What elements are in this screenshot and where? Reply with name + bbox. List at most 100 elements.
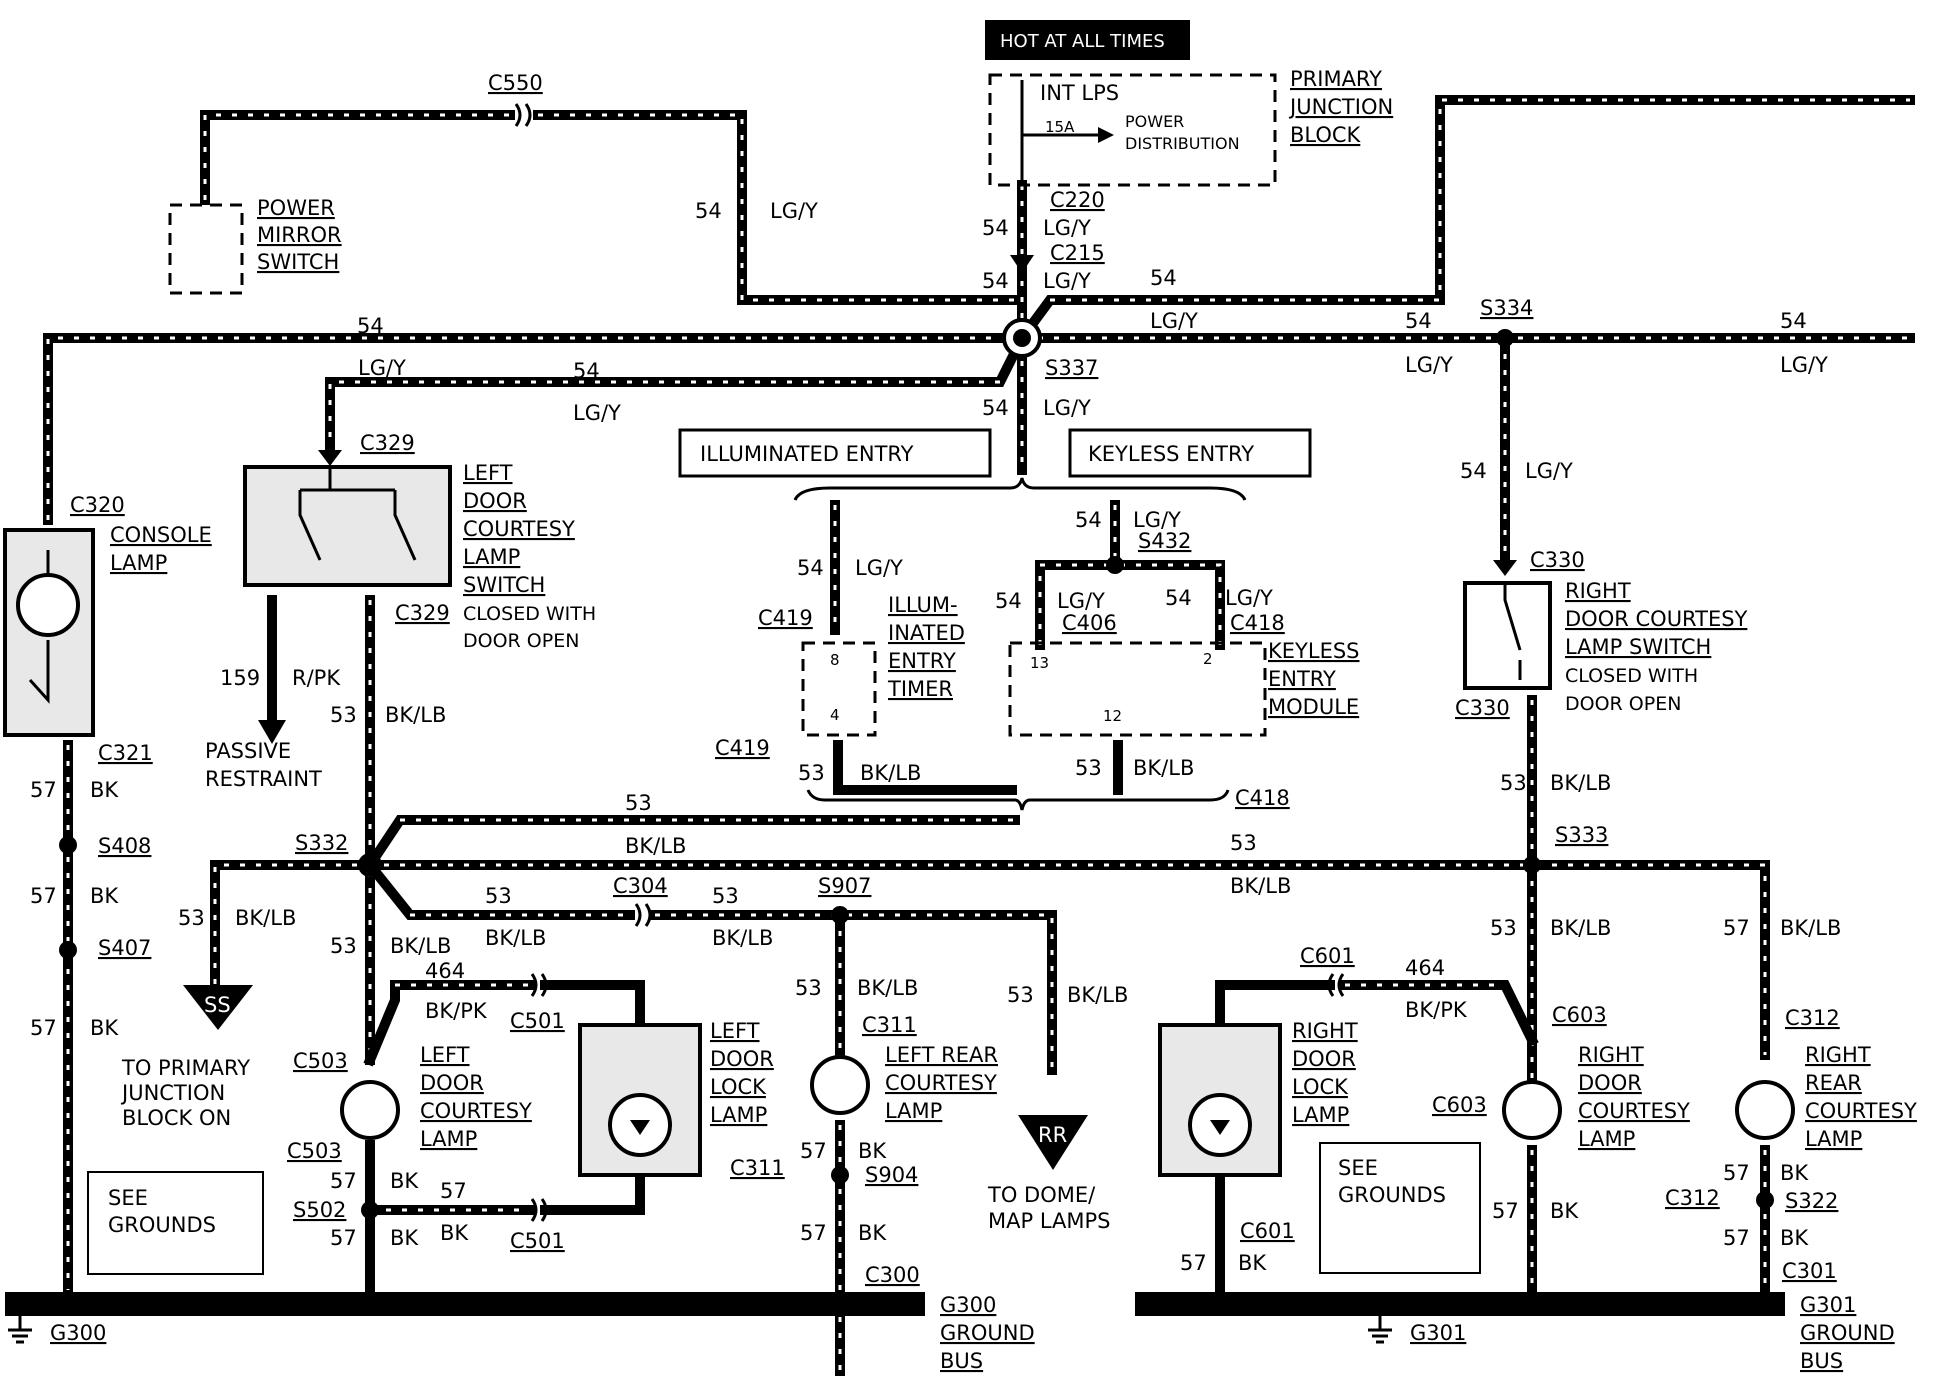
right-lock-1: RIGHT bbox=[1292, 1019, 1358, 1043]
left-switch-5: SWITCH bbox=[463, 573, 545, 597]
see-grounds-left-1: SEE bbox=[108, 1186, 148, 1210]
ss-label: SS bbox=[204, 993, 231, 1017]
w54-e: 54 bbox=[357, 314, 384, 338]
w54-f: 54 bbox=[1405, 309, 1432, 333]
s334-label: S334 bbox=[1480, 296, 1533, 320]
s907-label: S907 bbox=[818, 874, 871, 898]
timer-pin-8: 8 bbox=[830, 651, 840, 669]
keyless-module-1: KEYLESS bbox=[1268, 639, 1360, 663]
right-closed-1: CLOSED WITH bbox=[1565, 665, 1698, 687]
s322-label: S322 bbox=[1785, 1189, 1838, 1213]
wlgy-a: LG/Y bbox=[770, 199, 818, 223]
wbk-k: BK bbox=[1780, 1161, 1809, 1185]
right-courtesy-2: DOOR bbox=[1578, 1071, 1642, 1095]
to-pjb-1: TO PRIMARY bbox=[121, 1056, 250, 1080]
see-grounds-right-1: SEE bbox=[1338, 1156, 1378, 1180]
left-door-courtesy-lamp-switch: LEFT DOOR COURTESY LAMP SWITCH CLOSED WI… bbox=[243, 461, 596, 652]
w464-b: 464 bbox=[1405, 956, 1445, 980]
w53-k: 53 bbox=[795, 976, 822, 1000]
c503-top-label: C503 bbox=[293, 1049, 348, 1073]
c300-label: C300 bbox=[865, 1263, 920, 1287]
w54-l: 54 bbox=[797, 556, 824, 580]
timer-4: TIMER bbox=[887, 677, 953, 701]
wbklb-i: BK/LB bbox=[485, 926, 546, 950]
right-courtesy-1: RIGHT bbox=[1578, 1043, 1644, 1067]
left-lock-4: LAMP bbox=[710, 1103, 767, 1127]
wires-54 bbox=[43, 95, 1915, 650]
wbklb-e: BK/LB bbox=[625, 834, 686, 858]
w53-e: 53 bbox=[625, 791, 652, 815]
wbk-g: BK bbox=[858, 1139, 887, 1163]
to-dome-2: MAP LAMPS bbox=[988, 1209, 1110, 1233]
wires-53 bbox=[210, 595, 1770, 1085]
w57-c: 57 bbox=[30, 884, 57, 908]
w54-k: 54 bbox=[1075, 508, 1102, 532]
left-closed-1: CLOSED WITH bbox=[463, 603, 596, 625]
wbk-b: BK bbox=[90, 884, 119, 908]
pjb-title-2: JUNCTION bbox=[1288, 95, 1393, 119]
w53-d: 53 bbox=[1500, 771, 1527, 795]
console-lamp-2: LAMP bbox=[110, 551, 167, 575]
timer-1: ILLUM- bbox=[888, 593, 958, 617]
s408-label: S408 bbox=[98, 834, 151, 858]
g301-bus-2: GROUND bbox=[1800, 1321, 1895, 1345]
left-courtesy-1: LEFT bbox=[420, 1043, 470, 1067]
g301-bus-3: BUS bbox=[1800, 1349, 1843, 1373]
w57-m: 57 bbox=[1723, 1226, 1750, 1250]
w54-h: 54 bbox=[573, 359, 600, 383]
right-courtesy-3: COURTESY bbox=[1578, 1099, 1690, 1123]
to-pjb-3: BLOCK ON bbox=[122, 1106, 231, 1130]
wbk-e: BK bbox=[440, 1221, 469, 1245]
left-lock-3: LOCK bbox=[710, 1075, 767, 1099]
power-label: POWER bbox=[1125, 112, 1184, 131]
w53-c: 53 bbox=[1075, 756, 1102, 780]
right-lock-2: DOOR bbox=[1292, 1047, 1356, 1071]
wbklb-f: BK/LB bbox=[1230, 874, 1291, 898]
left-switch-3: COURTESY bbox=[463, 517, 575, 541]
wbklb-m: BK/LB bbox=[1550, 916, 1611, 940]
wlgy-j: LG/Y bbox=[1525, 459, 1573, 483]
left-courtesy-2: DOOR bbox=[420, 1071, 484, 1095]
wlgy-d: LG/Y bbox=[1150, 309, 1198, 333]
c301-label: C301 bbox=[1782, 1259, 1837, 1283]
to-pjb-2: JUNCTION bbox=[120, 1081, 225, 1105]
c418-bottom-label: C418 bbox=[1235, 786, 1290, 810]
see-grounds-right-2: GROUNDS bbox=[1338, 1183, 1446, 1207]
g301-bus-1: G301 bbox=[1800, 1293, 1856, 1317]
s432-label: S432 bbox=[1138, 529, 1191, 553]
wlgy-m: LG/Y bbox=[1057, 589, 1105, 613]
wbk-j: BK bbox=[1550, 1199, 1579, 1223]
c603-bottom-label: C603 bbox=[1432, 1093, 1487, 1117]
w57-h: 57 bbox=[800, 1139, 827, 1163]
c419-top-label: C419 bbox=[758, 606, 813, 630]
right-switch-1: RIGHT bbox=[1565, 579, 1631, 603]
w53-j: 53 bbox=[712, 884, 739, 908]
left-switch-2: DOOR bbox=[463, 489, 527, 513]
c601-bottom-label: C601 bbox=[1240, 1219, 1295, 1243]
wbklb-n: BK/LB bbox=[1780, 916, 1841, 940]
wbklb-a: BK/LB bbox=[385, 703, 446, 727]
wlgy-e: LG/Y bbox=[1405, 353, 1453, 377]
wbklb-k: BK/LB bbox=[857, 976, 918, 1000]
w53-b: 53 bbox=[798, 761, 825, 785]
right-lock-3: LOCK bbox=[1292, 1075, 1349, 1099]
w53-m: 53 bbox=[1490, 916, 1517, 940]
c330-top-label: C330 bbox=[1530, 548, 1585, 572]
c501-bottom-label: C501 bbox=[510, 1229, 565, 1253]
c304-label: C304 bbox=[613, 874, 668, 898]
wbklb-l: BK/LB bbox=[1067, 983, 1128, 1007]
w54-d: 54 bbox=[1150, 266, 1177, 290]
console-lamp: CONSOLE LAMP bbox=[3, 523, 212, 737]
c419-bottom-label: C419 bbox=[715, 736, 770, 760]
wbkpk-b: BK/PK bbox=[1405, 998, 1468, 1022]
c329-top-label: C329 bbox=[360, 431, 415, 455]
w54-j: 54 bbox=[1460, 459, 1487, 483]
left-switch-4: LAMP bbox=[463, 545, 520, 569]
right-closed-2: DOOR OPEN bbox=[1565, 693, 1681, 715]
power-mirror-switch: POWER MIRROR SWITCH bbox=[168, 196, 342, 295]
wbklb-h: BK/LB bbox=[390, 934, 451, 958]
w53-f: 53 bbox=[1230, 831, 1257, 855]
hot-at-all-times-label: HOT AT ALL TIMES bbox=[1000, 31, 1165, 52]
w57-l: 57 bbox=[1723, 1161, 1750, 1185]
